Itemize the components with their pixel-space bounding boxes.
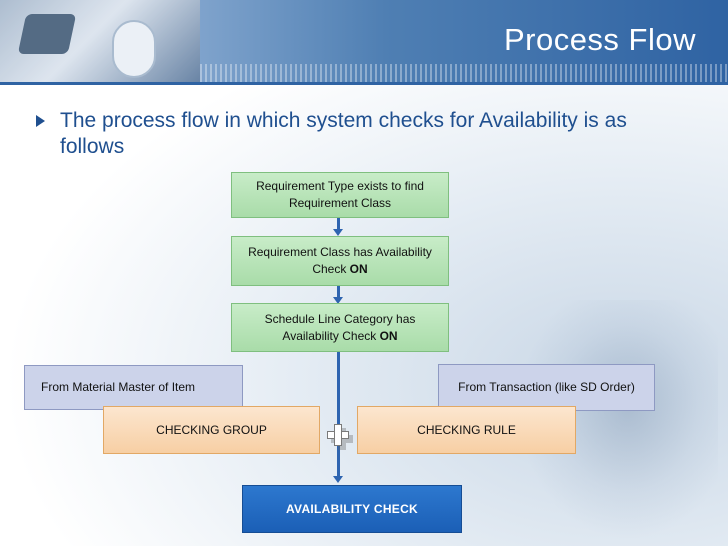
connector-2-arrowhead [333, 297, 343, 304]
connector-1-arrowhead [333, 229, 343, 236]
step-schedule-line-category: Schedule Line Category has Availability … [231, 303, 449, 352]
slide-title: Process Flow [503, 22, 696, 57]
checking-rule-box: CHECKING RULE [357, 406, 576, 454]
checking-rule-label: CHECKING RULE [417, 422, 516, 437]
connector-2 [337, 286, 340, 298]
step-requirement-class: Requirement Class has Availability Check… [231, 236, 449, 286]
step-requirement-type-label: Requirement Type exists to find Requirem… [256, 179, 424, 210]
laptop-graphic [17, 14, 77, 54]
connector-3 [337, 352, 340, 476]
connector-3-arrowhead [333, 476, 343, 483]
availability-check-box: AVAILABILITY CHECK [242, 485, 462, 533]
step-requirement-type: Requirement Type exists to find Requirem… [231, 172, 449, 218]
mouse-graphic [112, 20, 156, 78]
availability-check-label: AVAILABILITY CHECK [285, 501, 419, 516]
plus-icon [327, 424, 349, 446]
connector-1 [337, 218, 340, 230]
bullet-arrow-icon [36, 115, 45, 127]
source-material-master: From Material Master of Item [24, 365, 243, 410]
header-rule [0, 82, 728, 85]
header-texture [200, 64, 728, 82]
bullet-point: The process flow in which system checks … [36, 108, 694, 160]
source-material-master-label: From Material Master of Item [41, 380, 196, 394]
header-bar [200, 0, 728, 82]
step-requirement-class-label: Requirement Class has Availability Check… [248, 245, 432, 276]
source-transaction: From Transaction (like SD Order) [438, 364, 655, 411]
bullet-text: The process flow in which system checks … [60, 109, 627, 158]
header-photo [0, 0, 200, 82]
checking-group-box: CHECKING GROUP [103, 406, 320, 454]
checking-group-label: CHECKING GROUP [156, 422, 267, 437]
step-schedule-line-category-label: Schedule Line Category has Availability … [264, 311, 416, 343]
source-transaction-label: From Transaction (like SD Order) [458, 380, 635, 394]
plus-icon-shadow [331, 428, 353, 450]
